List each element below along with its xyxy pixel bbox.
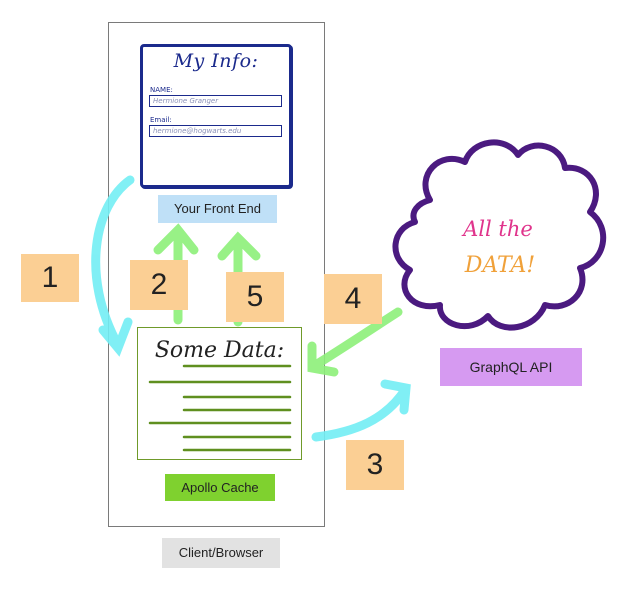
front-end-form-sketch: My Info: NAME: Hermione Granger Email: h… (140, 44, 292, 188)
step-3-badge: 3 (346, 440, 404, 490)
cloud-icon (392, 139, 607, 331)
cloud-text-line1: All the (461, 217, 533, 241)
step-2-badge: 2 (130, 260, 188, 310)
apollo-cache-label: Apollo Cache (165, 474, 275, 501)
cache-title: Some Data: (154, 338, 285, 363)
arrow-4-icon (307, 307, 403, 377)
name-field-label: NAME: (150, 86, 173, 94)
name-field: Hermione Granger (149, 95, 282, 107)
cloud-text-line2: DATA! (464, 253, 536, 278)
step-5-badge: 5 (226, 272, 284, 322)
form-title: My Info: (173, 50, 259, 72)
email-field-label: Email: (150, 116, 172, 124)
cache-data-lines (148, 364, 292, 452)
client-browser-label: Client/Browser (162, 538, 280, 568)
graphql-api-label: GraphQL API (440, 348, 582, 386)
step-1-badge: 1 (21, 254, 79, 302)
email-field: hermione@hogwarts.edu (149, 125, 282, 137)
arrow-3-icon (311, 379, 411, 442)
your-front-end-label: Your Front End (158, 195, 277, 223)
step-4-badge: 4 (324, 274, 382, 324)
arrow-1-icon (91, 175, 135, 357)
